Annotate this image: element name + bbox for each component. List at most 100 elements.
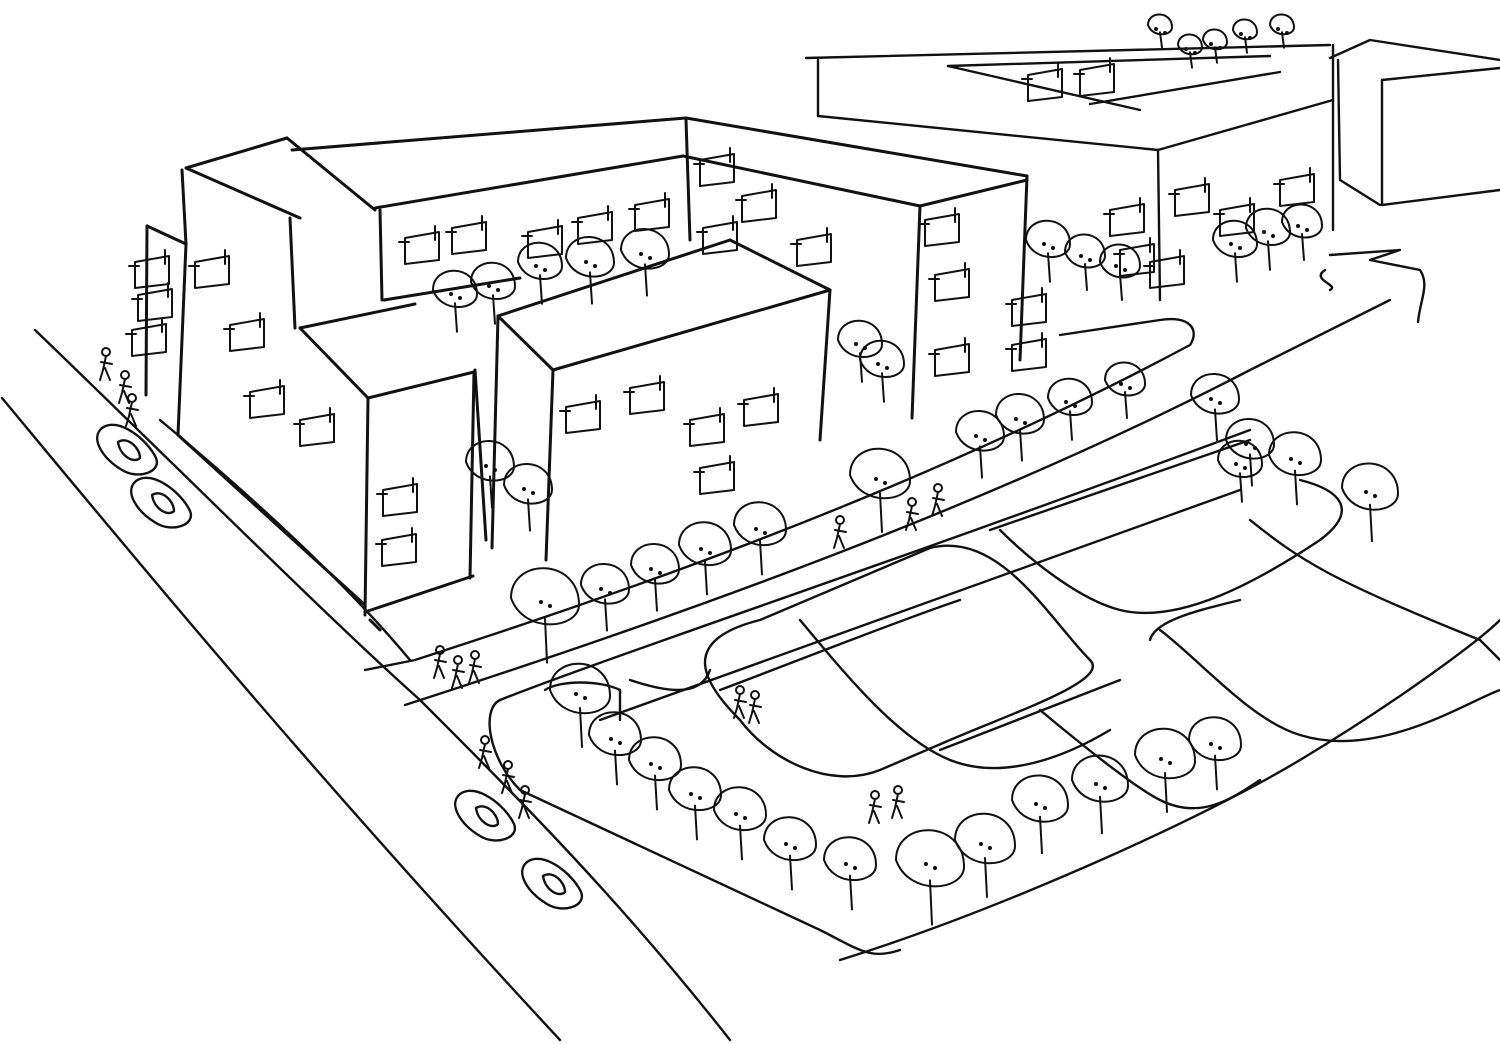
tree-icon: [1177, 33, 1203, 69]
window-icon: [521, 219, 563, 259]
tree-icon: [668, 766, 722, 841]
window-icon: [188, 249, 230, 289]
tree-icon: [763, 816, 817, 891]
person-icon: [833, 515, 847, 549]
tree-icon: [1212, 219, 1258, 283]
window-icon: [693, 147, 735, 187]
tree-icon: [849, 447, 911, 533]
window-icon: [1143, 249, 1185, 289]
person-icon: [478, 735, 492, 769]
tree-icon: [1232, 18, 1258, 54]
tree-icon: [565, 236, 615, 305]
tree-icon: [1104, 361, 1146, 419]
window-icon: [293, 407, 335, 447]
person-icon: [501, 760, 515, 794]
person-icon: [468, 650, 482, 684]
window-icon: [790, 227, 832, 267]
person-icon: [891, 785, 905, 819]
window-icon: [375, 527, 417, 567]
window-icon: [131, 282, 173, 322]
window-icon: [1073, 57, 1115, 97]
window-icon: [1273, 167, 1315, 207]
tree-icon: [517, 241, 563, 305]
window-icon: [223, 312, 265, 352]
person-icon: [518, 785, 532, 819]
tree-icon: [630, 543, 680, 612]
building-middle-block: [290, 116, 1029, 420]
tree-icon: [580, 563, 630, 632]
tree-icon: [1025, 219, 1071, 283]
window-icon: [623, 375, 665, 415]
tree-icon: [955, 410, 1005, 479]
pedestrians: [99, 347, 945, 824]
tree-icon: [1268, 431, 1322, 506]
tree-icon: [628, 736, 682, 811]
window-icon: [1005, 332, 1047, 372]
tree-icon: [678, 521, 732, 596]
building-rear-block: [804, 38, 1500, 302]
tree-icon: [1190, 373, 1240, 442]
tree-icon: [1071, 754, 1129, 835]
tree-icon: [859, 339, 905, 403]
window-icon: [628, 192, 670, 232]
tree-icon: [1147, 13, 1173, 49]
tree-icon: [1134, 727, 1196, 813]
tree-icon: [837, 319, 883, 383]
person-icon: [125, 393, 139, 427]
window-icon: [445, 215, 487, 255]
person-icon: [99, 347, 113, 381]
tree-icon: [995, 393, 1045, 462]
car-icon: [130, 476, 193, 529]
tree-icon: [954, 812, 1016, 898]
tree-icon: [1047, 377, 1093, 441]
window-icon: [243, 379, 285, 419]
person-icon: [118, 370, 132, 404]
window-icon: [928, 337, 970, 377]
street-trees: [432, 13, 1399, 926]
window-icon: [125, 317, 167, 357]
tree-icon: [1188, 716, 1242, 791]
parked-cars: [96, 423, 584, 910]
person-icon: [931, 483, 945, 517]
person-icon: [451, 655, 465, 689]
tree-icon: [432, 269, 478, 333]
tree-icon: [895, 829, 965, 926]
window-icon: [559, 394, 601, 434]
tree-icon: [510, 567, 580, 664]
tree-icon: [1269, 13, 1295, 49]
person-icon: [905, 497, 919, 531]
tree-icon: [620, 228, 670, 297]
tree-icon: [1281, 203, 1323, 261]
window-icon: [1103, 197, 1145, 237]
window-icon: [376, 477, 418, 517]
tree-icon: [733, 501, 787, 576]
window-icon: [683, 407, 725, 447]
tree-icon: [1341, 462, 1399, 543]
window-icon: [398, 225, 440, 265]
window-icon: [1168, 177, 1210, 217]
tree-icon: [470, 261, 516, 325]
person-icon: [733, 685, 747, 719]
building-front-block: [473, 238, 832, 562]
tree-icon: [549, 662, 611, 748]
tree-icon: [713, 786, 767, 861]
window-icon: [1113, 237, 1155, 277]
plaza-paths: [363, 248, 1426, 956]
car-icon: [96, 423, 159, 476]
lawn-blocks: [628, 438, 1500, 962]
car-icon: [521, 857, 584, 910]
tree-icon: [503, 463, 553, 532]
window-icon: [737, 387, 779, 427]
window-icon: [696, 215, 738, 255]
tree-icon: [1064, 233, 1106, 291]
tree-icon: [588, 711, 642, 786]
tree-icon: [1202, 28, 1228, 64]
window-icon: [928, 262, 970, 302]
window-icon: [571, 205, 613, 245]
window-icon: [918, 207, 960, 247]
building-left-tower: [144, 136, 476, 632]
car-icon: [454, 789, 517, 842]
tree-icon: [1011, 774, 1069, 855]
window-icon: [1005, 287, 1047, 327]
